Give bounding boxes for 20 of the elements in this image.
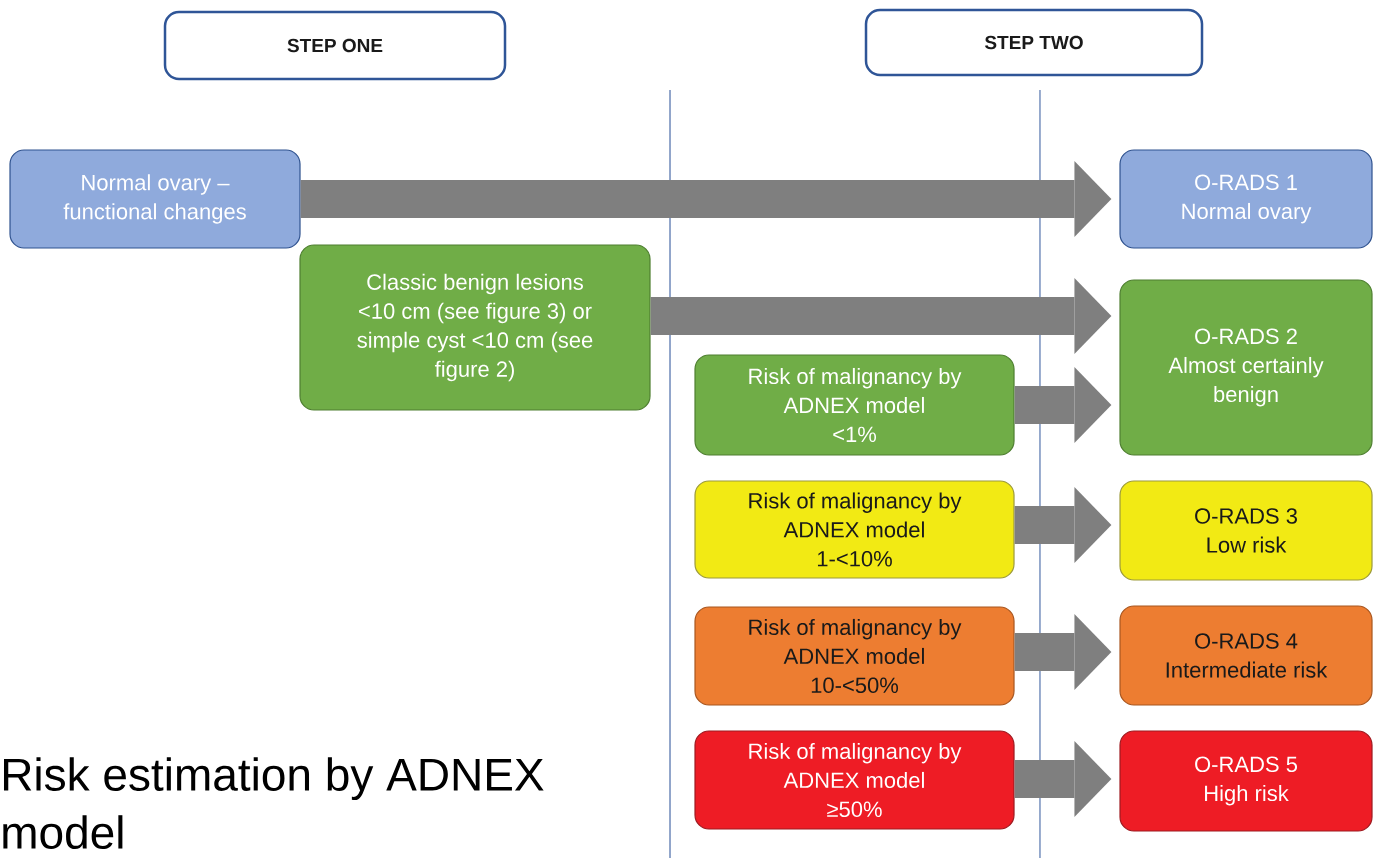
block-arrow	[1014, 367, 1112, 443]
finding-box: Normal ovary – functional changes	[9, 149, 301, 249]
risk-box: Risk of malignancy by ADNEX model ≥50%	[694, 730, 1015, 830]
category-box: O-RADS 4 Intermediate risk	[1119, 605, 1373, 706]
block-arrow	[300, 161, 1112, 237]
header-box: STEP ONE	[163, 10, 507, 81]
note-text: Risk estimation by ADNEX model	[3, 757, 544, 849]
block-arrow	[1014, 487, 1112, 563]
risk-box: Risk of malignancy by ADNEX model 10-<50%	[694, 606, 1015, 706]
category-box: O-RADS 2 Almost certainly benign	[1119, 279, 1373, 456]
risk-box: Risk of malignancy by ADNEX model 1-<10%	[694, 480, 1015, 579]
category-box: O-RADS 1 Normal ovary	[1119, 149, 1373, 249]
block-arrow	[1014, 741, 1112, 817]
block-arrow	[650, 278, 1112, 354]
category-box: O-RADS 5 High risk	[1119, 730, 1373, 832]
risk-box: Risk of malignancy by ADNEX model <1%	[694, 354, 1015, 456]
category-box: O-RADS 3 Low risk	[1119, 480, 1373, 581]
finding-box: Classic benign lesions <10 cm (see figure 3) or simple cyst <10 cm (see figure 2)	[299, 244, 651, 411]
header-box: STEP TWO	[864, 8, 1204, 77]
block-arrow	[1014, 614, 1112, 690]
